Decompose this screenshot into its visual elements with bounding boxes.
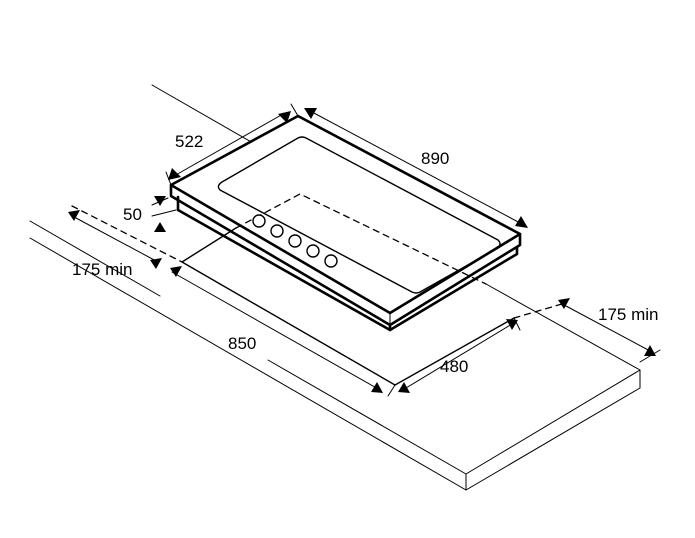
arrowhead — [168, 168, 181, 180]
arrowhead — [154, 196, 166, 206]
hob-underside-left — [176, 195, 392, 332]
dimension-clearance-left: 175 min — [68, 205, 183, 279]
dimension-line — [171, 271, 381, 391]
countertop-right-bottom-edge — [465, 387, 641, 491]
arrowhead — [278, 111, 291, 123]
arrowhead — [371, 382, 383, 393]
extension-line — [387, 384, 396, 397]
arrowhead — [644, 345, 656, 356]
arrowhead — [515, 216, 528, 228]
dimension-line — [173, 113, 284, 177]
arrowhead — [304, 108, 317, 119]
arrowhead — [154, 222, 166, 232]
hob — [169, 114, 522, 332]
clearance-reference-line — [71, 205, 183, 263]
dimension-hob-depth: 522 — [165, 103, 299, 186]
clearance-reference-line — [513, 303, 563, 319]
extension-line — [290, 103, 299, 117]
control-knob — [252, 214, 266, 228]
dimension-hob-width: 890 — [304, 108, 528, 228]
label-hob-width: 890 — [421, 149, 449, 168]
countertop-top-front-edge-right — [267, 359, 467, 475]
cutout-outline — [181, 227, 515, 386]
extension-line — [151, 209, 177, 217]
dimension-line — [565, 305, 653, 353]
dimension-line — [405, 323, 513, 389]
countertop — [29, 84, 641, 491]
countertop-right-top-surface-edge — [485, 283, 641, 371]
dimension-clearance-right: 175 min — [513, 298, 661, 363]
label-hob-height: 50 — [123, 205, 142, 224]
control-knobs — [252, 214, 338, 268]
arrowhead — [558, 298, 570, 309]
arrowhead — [398, 382, 410, 393]
hob-glass-panel — [217, 136, 501, 294]
countertop-cutout — [181, 227, 515, 386]
label-hob-depth: 522 — [175, 132, 203, 151]
dimension-line — [311, 111, 523, 225]
arrowhead — [68, 210, 80, 221]
control-knob — [288, 234, 302, 248]
control-knob — [270, 224, 284, 238]
control-knob — [324, 254, 338, 268]
countertop-top-front-edge-left — [29, 220, 161, 297]
dimension-cutout-width: 850 — [171, 271, 396, 397]
countertop-right-top-edge — [465, 369, 641, 475]
label-cutout-width: 850 — [228, 334, 256, 353]
hob-underside-right — [388, 245, 519, 332]
dimension-hob-height: 50 — [123, 196, 177, 232]
label-clearance-right: 175 min — [598, 305, 658, 324]
arrowhead — [150, 258, 162, 269]
countertop-bottom-front-edge — [29, 237, 467, 491]
dimension-cutout-depth: 480 — [398, 317, 521, 393]
arrowhead — [506, 319, 518, 330]
arrowhead — [170, 266, 182, 277]
label-cutout-depth: 480 — [440, 357, 468, 376]
dimension-line — [75, 217, 159, 263]
label-clearance-left: 175 min — [72, 260, 132, 279]
control-knob — [306, 244, 320, 258]
